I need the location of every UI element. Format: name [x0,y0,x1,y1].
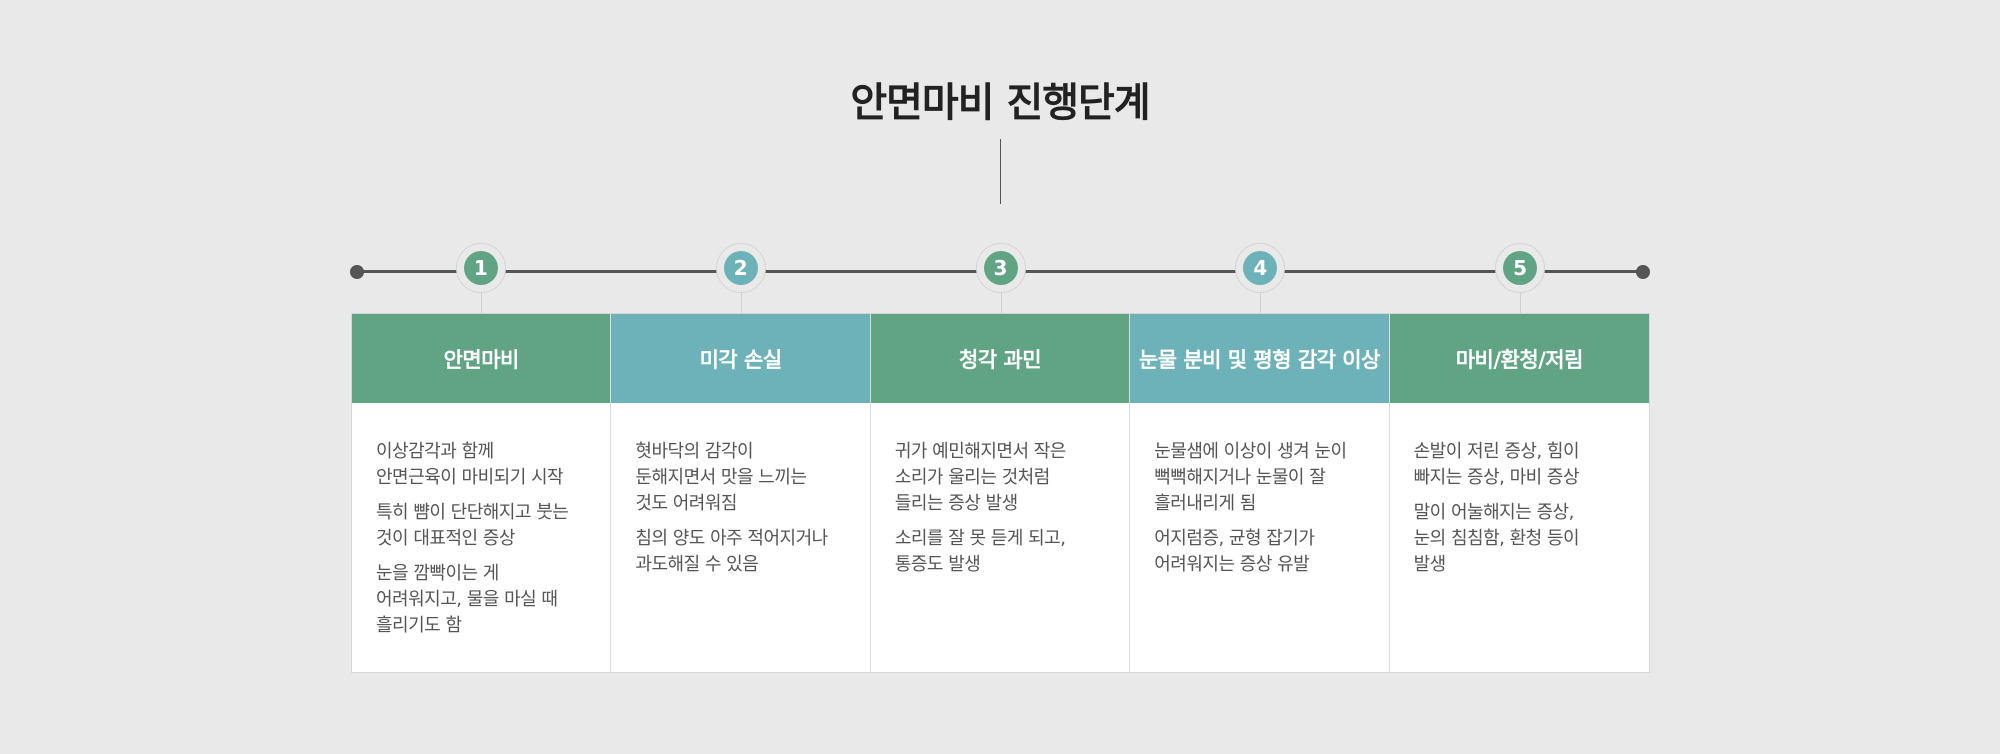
stage-description-paragraph: 말이 어눌해지는 증상, 눈의 침침함, 환청 등이 발생 [1413,502,1580,575]
stage-description-paragraph: 귀가 예민해지면서 작은 소리가 울리는 것처럼 들리는 증상 발생 [894,441,1067,514]
step-marker-3: 3 [975,243,1026,293]
step-connector-line [1520,293,1522,313]
stage-description-paragraph: 침의 양도 아주 적어지거나 과도해질 수 있음 [635,528,828,575]
step-number-badge: 5 [1503,251,1538,285]
stage-description-paragraph: 손발이 저린 증상, 힘이 빠지는 증상, 마비 증상 [1413,441,1580,488]
stage-description-paragraph: 눈물샘에 이상이 생겨 눈이 뻑뻑해지거나 눈물이 잘 흘러내리게 됨 [1154,441,1347,514]
stage-card-title: 미각 손실 [611,314,870,403]
stage-description-paragraph: 혓바닥의 감각이 둔해지면서 맛을 느끼는 것도 어려워짐 [635,441,807,514]
title-connector-line [1000,139,1001,204]
stage-description-paragraph: 소리를 잘 못 듣게 되고, 통증도 발생 [894,528,1066,575]
stage-card-title: 청각 과민 [870,314,1130,403]
stage-description-paragraph: 특히 뺨이 단단해지고 붓는 것이 대표적인 증상 [376,502,569,549]
step-number-badge: 1 [463,251,498,285]
step-number-badge: 3 [983,251,1018,285]
step-connector-line [740,293,742,313]
timeline-start-dot [350,265,364,279]
page-title: 안면마비 진행단계 [850,80,1150,126]
timeline-end-dot [1636,265,1650,279]
step-connector-line [1000,293,1002,313]
step-marker-2: 2 [715,243,766,293]
step-number-badge: 2 [723,251,758,285]
step-connector-line [1260,293,1262,313]
step-marker-5: 5 [1495,243,1546,293]
stage-card-title: 안면마비 [352,314,611,403]
stage-description-paragraph: 어지럼증, 균형 잡기가 어려워지는 증상 유발 [1154,528,1315,575]
step-marker-4: 4 [1235,243,1286,293]
stage-description-paragraph: 눈을 깜빡이는 게 어려워지고, 물을 마실 때 흘리기도 함 [376,563,558,636]
step-number-badge: 4 [1243,251,1278,285]
stage-card-title: 눈물 분비 및 평형 감각 이상 [1130,314,1389,403]
step-marker-1: 1 [455,243,506,293]
stage-description-paragraph: 이상감각과 함께 안면근육이 마비되기 시작 [376,441,564,488]
step-connector-line [480,293,482,313]
stage-card-title: 마비/환청/저림 [1389,314,1650,403]
